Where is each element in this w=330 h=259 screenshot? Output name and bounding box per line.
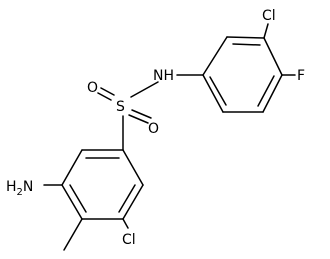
- atom-labels: NH S O O H2N Cl Cl F: [6, 8, 305, 248]
- lower-ring: [61, 149, 144, 220]
- atom-label-oxygen-top: O: [87, 80, 98, 96]
- double-bond: [128, 114, 149, 124]
- bond: [61, 149, 83, 186]
- double-bond: [97, 92, 112, 101]
- atom-label-n-sulfonamide: NH: [153, 68, 174, 84]
- bond: [262, 74, 283, 113]
- aromatic-inner-bond: [232, 43, 261, 46]
- atom-label-chloro-lower: Cl: [122, 232, 136, 248]
- bond: [122, 218, 129, 229]
- bond: [130, 81, 159, 98]
- aromatic-inner-bond: [209, 76, 227, 106]
- aromatic-inner-bond: [69, 184, 87, 213]
- aromatic-inner-bond: [118, 184, 136, 213]
- aromatic-inner-bond: [257, 75, 275, 107]
- bond: [226, 36, 265, 39]
- atom-label-amine: H2N: [6, 179, 33, 198]
- atom-label-sulfur: S: [116, 99, 125, 115]
- bond: [202, 74, 224, 113]
- double-bond: [100, 87, 115, 96]
- double-bond: [131, 109, 152, 119]
- bond: [61, 184, 83, 220]
- substituent-bonds: [43, 23, 296, 251]
- methyl-bond: [63, 218, 83, 251]
- bond: [263, 37, 283, 76]
- atom-label-chloro-upper: Cl: [262, 8, 276, 24]
- atom-label-fluoro: F: [297, 68, 305, 84]
- upper-ring: [202, 36, 283, 113]
- bond: [202, 36, 228, 76]
- atom-label-oxygen-bottom: O: [148, 121, 159, 137]
- bond: [263, 23, 269, 39]
- bond: [122, 184, 144, 220]
- bond: [122, 149, 144, 186]
